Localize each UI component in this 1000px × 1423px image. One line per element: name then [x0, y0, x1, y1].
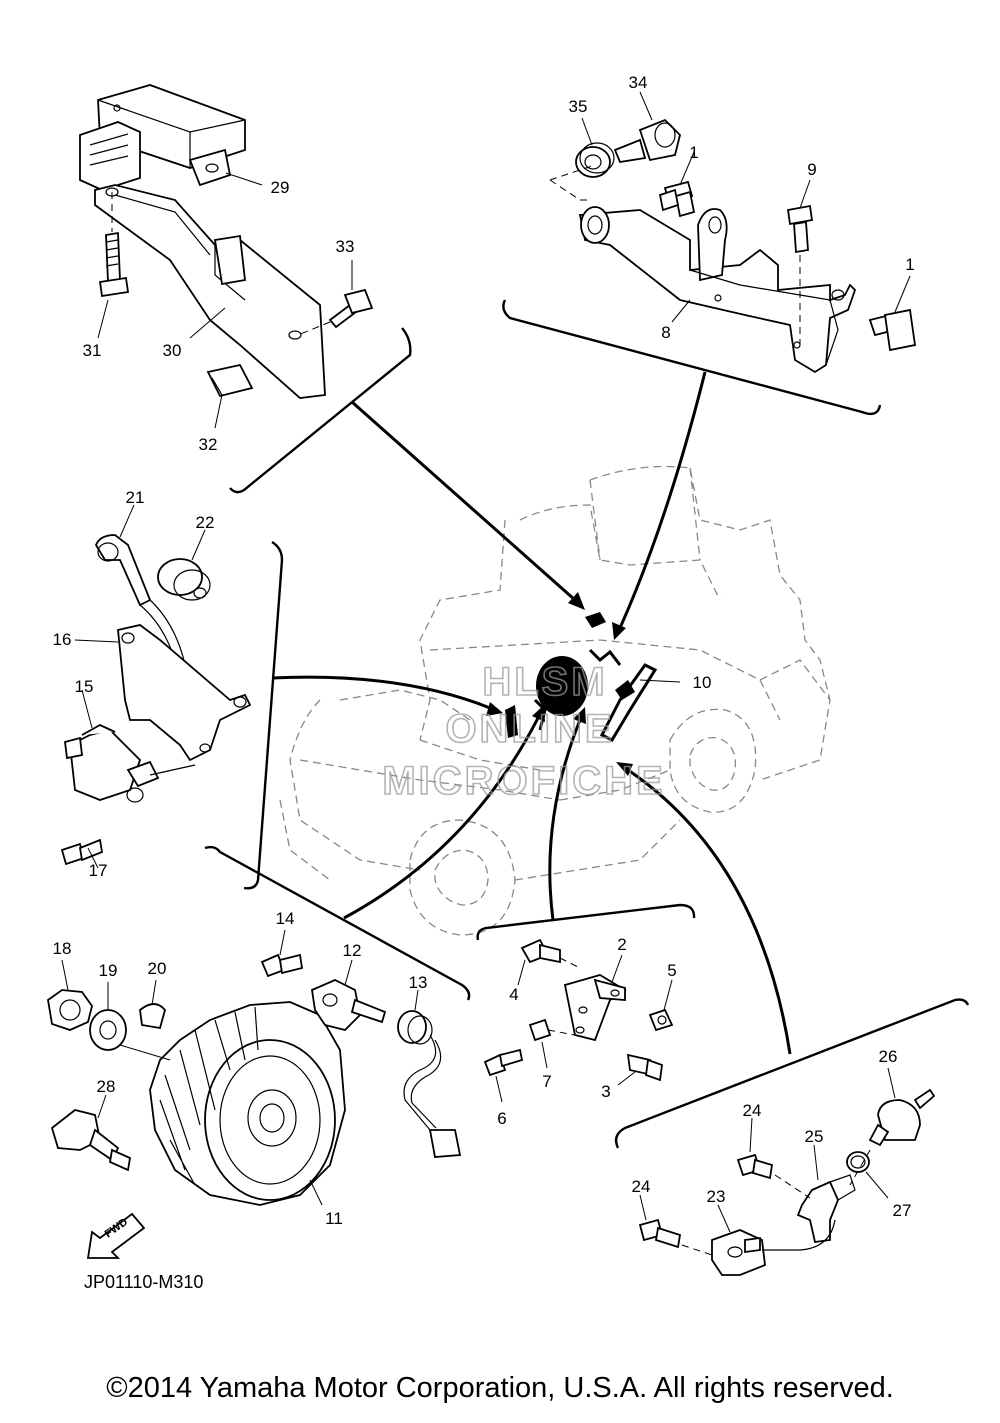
ignition-coil-assembly — [60, 504, 252, 869]
label-part-2: 2 — [617, 935, 626, 954]
vehicle-outline — [279, 465, 831, 936]
label-part-26: 26 — [879, 1047, 898, 1066]
label-part-31: 31 — [83, 341, 102, 360]
label-part-27: 27 — [893, 1201, 912, 1220]
label-part-29: 29 — [271, 178, 290, 197]
reference-code: JP01110-M310 — [84, 1272, 203, 1292]
label-part-1: 1 — [689, 143, 698, 162]
arrow-head-icon — [568, 592, 585, 610]
label-part-28: 28 — [97, 1077, 116, 1096]
label-part-23: 23 — [707, 1187, 726, 1206]
arrow-head-icon — [532, 705, 545, 722]
label-part-3: 3 — [601, 1082, 610, 1101]
fwd-arrow-icon: FWD — [86, 1212, 146, 1259]
arrow-head-icon — [486, 702, 503, 716]
label-part-20: 20 — [148, 959, 167, 978]
callout-brackets — [204, 299, 970, 1149]
label-part-4: 4 — [509, 985, 518, 1004]
label-part-12: 12 — [343, 941, 362, 960]
arrow-head-icon — [616, 762, 633, 776]
label-part-30: 30 — [163, 341, 182, 360]
label-part-24: 24 — [743, 1101, 762, 1120]
label-part-25: 25 — [805, 1127, 824, 1146]
label-part-19: 19 — [99, 961, 118, 980]
vehicle-parts-highlight — [505, 612, 658, 742]
arrow-head-icon — [612, 622, 626, 640]
label-part-18: 18 — [53, 939, 72, 958]
watermark-line-1: HLSM — [482, 660, 607, 704]
label-part-9: 9 — [807, 160, 816, 179]
label-part-10: 10 — [693, 673, 712, 692]
label-part-22: 22 — [196, 513, 215, 532]
label-part-35: 35 — [569, 97, 588, 116]
arrow-head-icon — [573, 707, 586, 724]
bracket-8-assembly — [549, 91, 917, 374]
label-part-34: 34 — [629, 73, 648, 92]
callout-arrows — [271, 371, 792, 1055]
label-part-16: 16 — [53, 630, 72, 649]
watermark-line-3: MICROFICHE — [382, 759, 665, 803]
label-part-1: 1 — [905, 255, 914, 274]
cdi-unit-assembly — [79, 84, 374, 429]
switch-assembly — [638, 1067, 936, 1276]
bracket-2-assembly — [483, 938, 674, 1103]
part-labels: 1 1 2 3 4 5 6 7 8 9 10 11 12 13 14 15 16… — [53, 73, 915, 1228]
watermark-line-2: ONLINE — [445, 707, 614, 751]
watermark: HLSM ONLINE MICROFICHE — [382, 659, 665, 804]
label-part-13: 13 — [409, 973, 428, 992]
label-part-5: 5 — [667, 961, 676, 980]
label-part-24: 24 — [632, 1177, 651, 1196]
leader-10 — [639, 679, 681, 683]
copyright-notice: ©2014 Yamaha Motor Corporation, U.S.A. A… — [106, 1372, 894, 1404]
label-part-8: 8 — [661, 323, 670, 342]
label-part-17: 17 — [89, 861, 108, 880]
label-part-15: 15 — [75, 677, 94, 696]
label-part-7: 7 — [542, 1072, 551, 1091]
label-part-11: 11 — [325, 1209, 343, 1228]
flywheel-assembly: FWD — [47, 929, 462, 1259]
label-part-21: 21 — [126, 488, 145, 507]
label-part-14: 14 — [276, 909, 295, 928]
label-part-32: 32 — [199, 435, 218, 454]
label-part-6: 6 — [497, 1109, 506, 1128]
label-part-33: 33 — [336, 237, 355, 256]
